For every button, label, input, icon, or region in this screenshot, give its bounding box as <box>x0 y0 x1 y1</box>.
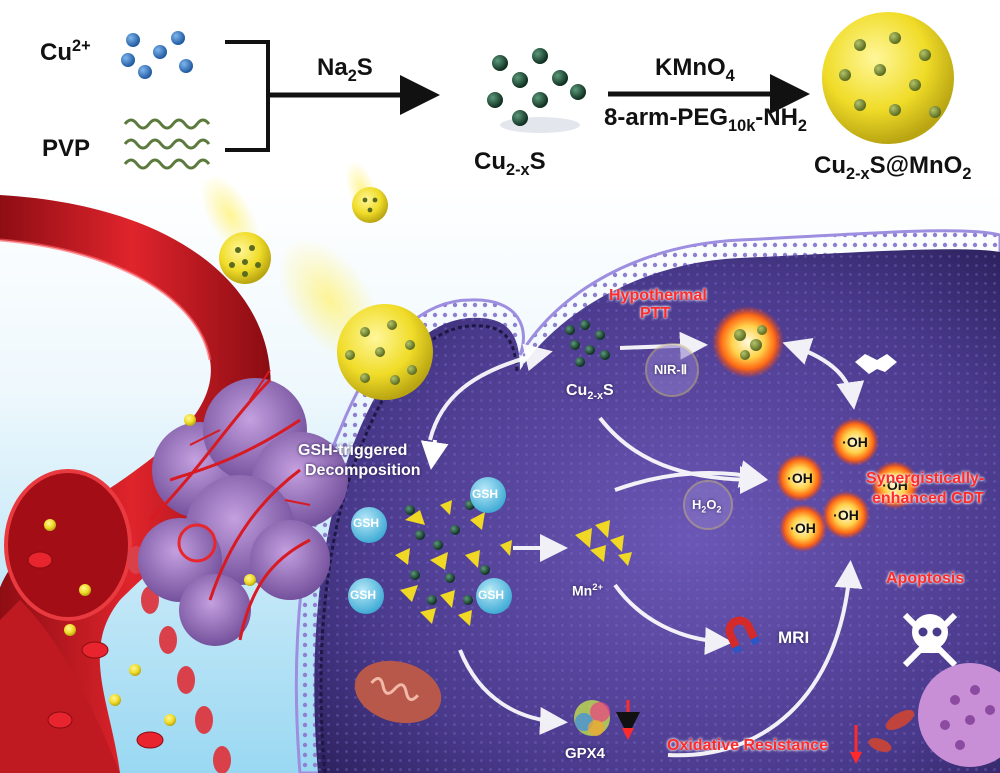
decomposition-cluster <box>395 500 512 626</box>
gpx4-icon <box>574 700 610 736</box>
pvp-label: PVP <box>42 135 91 162</box>
gpx4-label: GPX4 <box>565 745 606 762</box>
flow-arrows <box>428 331 865 758</box>
cu-ion-label: Cu2+ <box>40 37 91 66</box>
mn-flakes <box>575 520 632 566</box>
red-blood-cells <box>27 551 164 749</box>
apoptotic-cell <box>918 663 1000 767</box>
gsh-badge-right-bottom: GSH <box>478 588 505 602</box>
peg-label: 8-arm-PEG10k-NH2 <box>604 104 807 135</box>
cell-cu2xs-label: Cu2-xS <box>566 382 614 403</box>
oh-bursts <box>776 418 919 552</box>
oh-radical-4: ·OH <box>790 520 816 536</box>
nir-label: NIR-Ⅱ <box>654 362 688 377</box>
cdt-label-line1: Synergistically- <box>866 470 985 487</box>
merge-bracket <box>225 40 270 152</box>
magnet-icon <box>725 616 761 654</box>
gsh-badge-left-bottom: GSH <box>350 588 377 602</box>
handshake-icon <box>855 354 897 374</box>
pvp-chains <box>123 118 211 170</box>
h2o2-label: H2O2 <box>692 497 722 515</box>
vessel-nanoparticles <box>44 519 176 726</box>
na2s-label: Na2S <box>317 54 373 85</box>
oh-radical-2: ·OH <box>787 470 813 486</box>
oh-radical-5: ·OH <box>833 507 859 523</box>
core-shell-particle <box>822 12 954 144</box>
ptt-label-line1: Hypothermal <box>609 287 707 304</box>
gsh-badge-left-top: GSH <box>353 516 380 530</box>
kmno4-label: KMnO4 <box>655 54 735 85</box>
cdt-label-line2: enhanced CDT <box>872 490 985 507</box>
skull-icon <box>902 612 958 668</box>
falling-nanoparticles <box>200 161 433 400</box>
vessel-lumen <box>4 469 132 621</box>
cell-debris <box>868 709 915 752</box>
core-shell-label: Cu2-xS@MnO2 <box>814 152 972 183</box>
gsh-trigger-label-line2: Decomposition <box>305 462 421 479</box>
mitochondrion-icon <box>354 660 442 724</box>
cu2xs-label: Cu2-xS <box>474 148 546 179</box>
apoptosis-label: Apoptosis <box>886 570 965 587</box>
gsh-badge-right-top: GSH <box>472 487 499 501</box>
ptt-label-line2: PTT <box>640 305 671 322</box>
cell-cu2xs-cluster <box>565 320 610 367</box>
mn-label: Mn2+ <box>572 582 604 599</box>
mri-label: MRI <box>778 628 810 647</box>
tumor-mass <box>138 369 348 646</box>
cu-ions <box>121 31 193 79</box>
gsh-bubbles <box>348 477 512 614</box>
oh-radical-3: ·OH <box>882 477 908 493</box>
gsh-trigger-label-line1: GSH-triggered <box>298 442 408 459</box>
vessel-wall-cells <box>127 546 231 773</box>
ptt-burst <box>712 306 784 378</box>
oxidative-resistance-label: Oxidative Resistance <box>667 737 828 754</box>
h2o2-bubble <box>683 480 733 530</box>
oh-radical-1: ·OH <box>842 434 868 450</box>
nir-bubble <box>645 343 699 397</box>
cu2xs-particles <box>487 48 586 133</box>
